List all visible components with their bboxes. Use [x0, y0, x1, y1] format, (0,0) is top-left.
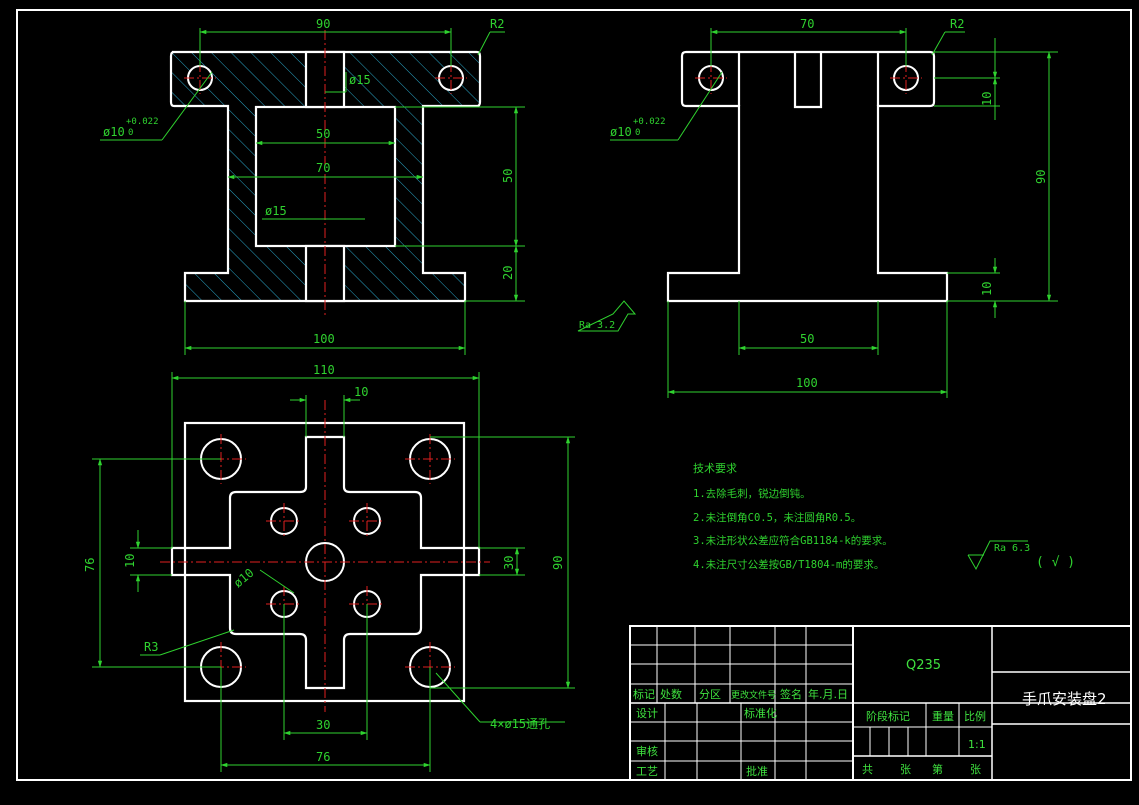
- front-dim-50: 50: [316, 127, 330, 141]
- tech-item-1: 1.去除毛刺，锐边倒钝。: [693, 487, 811, 500]
- side-dim-70: 70: [800, 17, 814, 31]
- tb-process: 工艺: [636, 765, 658, 778]
- front-dim-90: 90: [316, 17, 330, 31]
- tb-design: 设计: [636, 707, 658, 720]
- tb-sheet-unit2: 张: [970, 763, 981, 776]
- tb-stage-mark: 阶段标记: [866, 709, 910, 723]
- front-dim-100: 100: [313, 332, 335, 346]
- top-dim-30-right: 30: [502, 556, 516, 570]
- tb-scale: 比例: [964, 709, 986, 723]
- title-block-text: 标记 处数 分区 更改文件号 签名 年.月.日 设计 标准化 审核 工艺 批准 …: [633, 658, 1107, 778]
- tech-item-3: 3.未注形状公差应符合GB1184-k的要求。: [693, 534, 893, 547]
- side-slot: [793, 52, 823, 109]
- tb-material: Q235: [906, 658, 941, 673]
- top-holes-note: 4×ø15通孔: [490, 717, 550, 731]
- tech-item-4: 4.未注尺寸公差按GB/T1804-m的要求。: [693, 558, 884, 571]
- top-dim-90-right: 90: [551, 556, 565, 570]
- tb-approve: 批准: [746, 764, 768, 778]
- side-dim-10-top: 10: [980, 92, 994, 106]
- top-dim-30-bottom: 30: [316, 718, 330, 732]
- top-dim-10-left: 10: [123, 554, 137, 568]
- front-dim-bore-bottom: ø15: [265, 204, 287, 218]
- tb-page: 第: [932, 762, 943, 776]
- tech-item-2: 2.未注倒角C0.5，未注圆角R0.5。: [693, 511, 861, 524]
- tb-review: 审核: [636, 744, 658, 758]
- roughness-general: Ra 6.3: [994, 543, 1030, 554]
- side-dim-90: 90: [1034, 170, 1048, 184]
- front-section-hatch: [171, 52, 480, 301]
- tb-standardize: 标准化: [744, 706, 777, 720]
- side-roughness: Ra 3.2: [579, 320, 615, 331]
- front-dim-tol-lower: 0: [128, 128, 133, 138]
- sheet-border: [16, 9, 1132, 781]
- side-dim-100: 100: [796, 376, 818, 390]
- side-dim-tol-upper: +0.022: [633, 117, 666, 127]
- top-dim-center-hole: ø10: [231, 566, 257, 591]
- tb-part-name: 手爪安装盘2: [1022, 690, 1107, 708]
- tb-label-date: 年.月.日: [808, 687, 848, 701]
- roughness-paren: ( √ ): [1036, 555, 1075, 570]
- top-view: 110 10 76 10 30 90 ø10 R3 30 76 4×ø15通孔: [83, 363, 575, 772]
- front-dim-50v: 50: [501, 169, 515, 183]
- top-dim-76-bottom: 76: [316, 750, 330, 764]
- front-dim-70: 70: [316, 161, 330, 175]
- side-view: 70 R2 ø10 +0.022 0 10 90 10 50 100 Ra 3.…: [577, 17, 1058, 398]
- side-dim-hole: ø10: [610, 125, 632, 139]
- tb-label-zone: 分区: [699, 688, 721, 701]
- front-dim-bore-top: ø15: [349, 73, 371, 87]
- tb-total: 共: [862, 763, 873, 776]
- tech-requirements: 技术要求 1.去除毛刺，锐边倒钝。 2.未注倒角C0.5，未注圆角R0.5。 3…: [693, 462, 1075, 571]
- side-dim-r2: R2: [950, 17, 964, 31]
- front-dim-tol-upper: +0.022: [126, 117, 159, 127]
- tb-scale-value: 1:1: [968, 738, 986, 751]
- side-dim-10-base: 10: [980, 282, 994, 296]
- tb-label-sign: 签名: [780, 687, 802, 701]
- tech-title: 技术要求: [693, 462, 737, 475]
- front-dim-20v: 20: [501, 266, 515, 280]
- tb-weight: 重量: [932, 709, 954, 723]
- top-dim-10: 10: [354, 385, 368, 399]
- title-block: [629, 625, 1132, 781]
- top-dim-r3: R3: [144, 640, 158, 654]
- top-dim-76-left: 76: [83, 558, 97, 572]
- top-cross-pocket: [170, 435, 481, 690]
- top-dim-110: 110: [313, 363, 335, 377]
- front-dim-r2: R2: [490, 17, 504, 31]
- side-dim-tol-lower: 0: [635, 128, 640, 138]
- tb-label-change-doc: 更改文件号: [731, 689, 776, 701]
- tb-label-mark: 标记: [633, 687, 655, 701]
- tb-sheet-unit: 张: [900, 763, 911, 776]
- tb-label-count: 处数: [660, 688, 682, 701]
- side-dim-50: 50: [800, 332, 814, 346]
- front-dim-hole: ø10: [103, 125, 125, 139]
- front-view: 90 R2 ø10 +0.022 0 ø15 50 70 ø15 50 20 1…: [100, 17, 525, 355]
